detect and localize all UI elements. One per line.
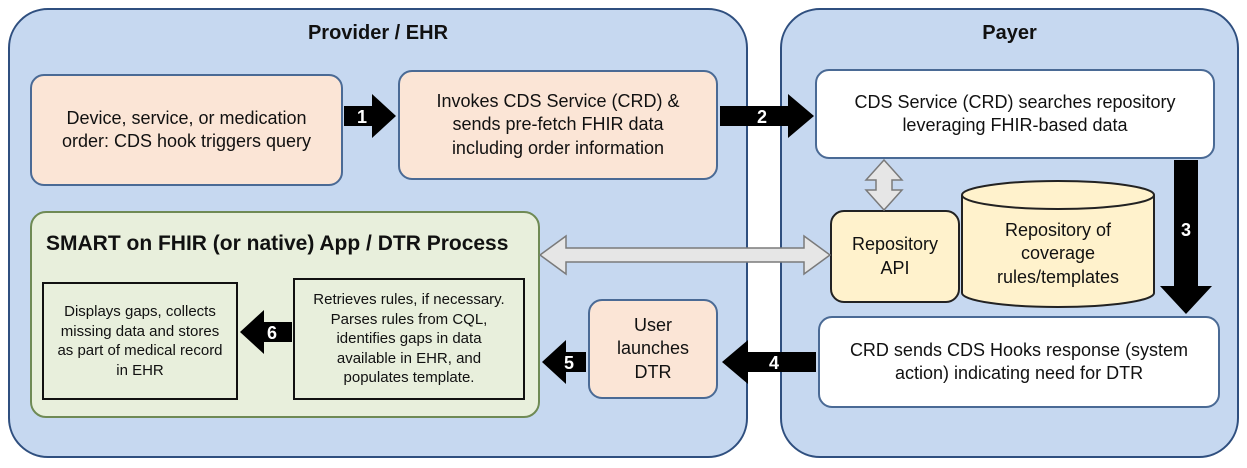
arrow-3: 3: [1160, 160, 1212, 314]
retrieves-rules-text: Retrieves rules, if necessary. Parses ru…: [313, 291, 505, 387]
repository-store-text-box: Repository of coverage rules/templates: [968, 214, 1148, 294]
smart-repository-double-arrow: [538, 234, 832, 276]
provider-ehr-title: Provider / EHR: [307, 22, 449, 44]
invoke-cds-text: Invokes CDS Service (CRD) & sends pre-fe…: [436, 90, 680, 158]
user-launches-dtr-text: User launches DTR: [616, 314, 690, 382]
invoke-cds-box: Invokes CDS Service (CRD) & sends pre-fe…: [398, 70, 718, 180]
order-trigger-box: Device, service, or medication order: CD…: [30, 74, 343, 186]
arrow-4-label: 4: [769, 353, 779, 373]
repository-api-box: Repository API: [830, 210, 960, 303]
arrow-4: 4: [722, 340, 816, 384]
arrow-3-label: 3: [1181, 220, 1191, 240]
arrow-6: 6: [240, 310, 292, 354]
payer-title: Payer: [982, 22, 1037, 44]
cds-service-box: CDS Service (CRD) searches repository le…: [815, 69, 1215, 159]
smart-dtr-title: SMART on FHIR (or native) App / DTR Proc…: [46, 232, 509, 255]
displays-gaps-box: Displays gaps, collects missing data and…: [42, 282, 238, 400]
arrow-6-label: 6: [267, 323, 277, 343]
repository-api-text: Repository API: [851, 234, 939, 278]
arrow-5: 5: [542, 340, 586, 384]
user-launches-dtr-box: User launches DTR: [588, 299, 718, 399]
order-trigger-text: Device, service, or medication order: CD…: [61, 107, 312, 151]
cds-repository-double-arrow: [864, 158, 904, 212]
displays-gaps-text: Displays gaps, collects missing data and…: [57, 303, 223, 379]
arrow-1: 1: [344, 94, 396, 138]
retrieves-rules-box: Retrieves rules, if necessary. Parses ru…: [293, 278, 525, 400]
cds-service-text: CDS Service (CRD) searches repository le…: [854, 91, 1176, 135]
crd-response-box: CRD sends CDS Hooks response (system act…: [818, 316, 1220, 408]
arrow-5-label: 5: [564, 353, 574, 373]
repository-cylinder: [961, 180, 1155, 308]
arrow-1-label: 1: [357, 107, 367, 127]
arrow-2: 2: [720, 94, 814, 138]
crd-response-text: CRD sends CDS Hooks response (system act…: [849, 339, 1189, 383]
arrow-2-label: 2: [757, 107, 767, 127]
repository-store-text: Repository of coverage rules/templates: [996, 219, 1120, 287]
